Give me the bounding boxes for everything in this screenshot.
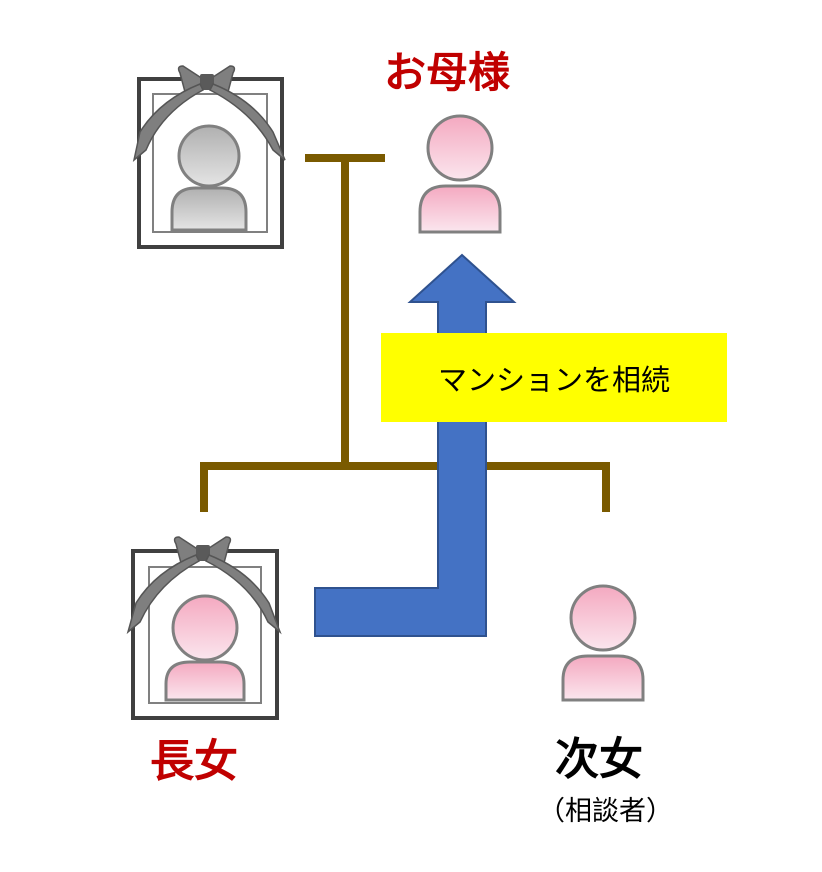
second-daughter-label: 次女 bbox=[555, 734, 643, 785]
second-daughter-person bbox=[561, 584, 645, 702]
person-icon bbox=[418, 114, 502, 234]
eldest-daughter-label: 長女 bbox=[150, 736, 238, 787]
person-icon bbox=[164, 594, 246, 702]
ribbon-icon bbox=[132, 65, 286, 162]
inheritance-text: マンションを相続 bbox=[437, 362, 670, 397]
ribbon-icon bbox=[126, 536, 282, 635]
second-daughter-note: （相談者） bbox=[538, 796, 673, 827]
person-icon bbox=[561, 584, 645, 702]
person-icon bbox=[170, 124, 248, 232]
family-connector-lines bbox=[200, 154, 610, 512]
mother-label: お母様 bbox=[384, 48, 511, 97]
mother-person bbox=[418, 114, 502, 234]
inheritance-highlight-box bbox=[381, 333, 727, 422]
inheritance-label-box: マンションを相続 bbox=[381, 333, 727, 422]
eldest-daughter-memorial-portrait bbox=[126, 536, 282, 720]
father-memorial-portrait bbox=[132, 65, 286, 249]
